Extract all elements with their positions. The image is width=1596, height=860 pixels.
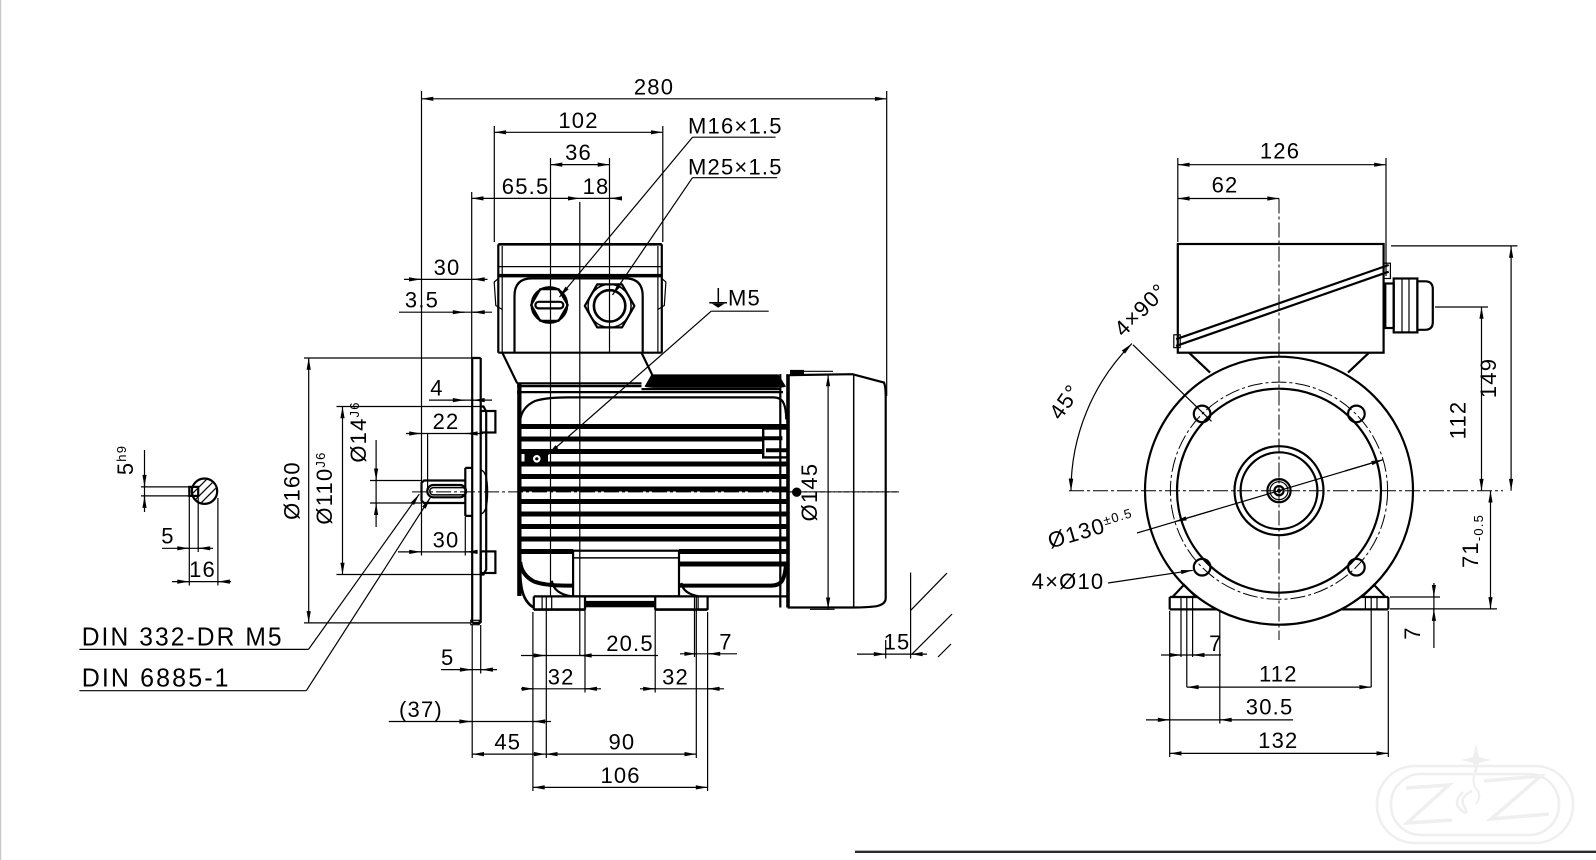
svg-text:(37): (37) <box>399 697 443 722</box>
svg-text:126: 126 <box>1260 139 1300 164</box>
svg-text:149: 149 <box>1476 358 1501 398</box>
svg-text:45: 45 <box>494 730 521 755</box>
svg-text:30.5: 30.5 <box>1246 695 1294 720</box>
svg-text:30: 30 <box>434 255 461 280</box>
svg-text:106: 106 <box>600 763 640 788</box>
svg-text:M16×1.5: M16×1.5 <box>688 114 783 139</box>
svg-text:DIN 332-DR M5: DIN 332-DR M5 <box>82 622 284 652</box>
svg-text:280: 280 <box>634 74 674 99</box>
svg-text:32: 32 <box>662 664 689 689</box>
svg-text:7: 7 <box>1209 631 1222 656</box>
svg-text:32: 32 <box>548 664 575 689</box>
svg-text:M5: M5 <box>728 286 761 311</box>
svg-text:5: 5 <box>441 645 454 670</box>
svg-text:Ø145: Ø145 <box>797 463 822 522</box>
svg-text:M25×1.5: M25×1.5 <box>688 155 783 180</box>
svg-text:3.5: 3.5 <box>405 288 439 313</box>
svg-text:102: 102 <box>558 108 598 133</box>
svg-text:90: 90 <box>608 730 635 755</box>
svg-text:132: 132 <box>1258 728 1298 753</box>
svg-text:30: 30 <box>433 527 460 552</box>
svg-text:4×Ø10: 4×Ø10 <box>1032 569 1105 594</box>
svg-text:18: 18 <box>583 174 610 199</box>
svg-text:22: 22 <box>433 409 460 434</box>
svg-text:7: 7 <box>1400 626 1425 639</box>
svg-text:20.5: 20.5 <box>606 631 654 656</box>
svg-text:36: 36 <box>565 140 592 165</box>
svg-text:DIN 6885-1: DIN 6885-1 <box>82 663 231 693</box>
svg-text:4: 4 <box>430 376 443 401</box>
svg-text:5: 5 <box>161 524 174 549</box>
svg-text:62: 62 <box>1212 173 1239 198</box>
svg-text:15: 15 <box>884 630 911 655</box>
svg-text:16: 16 <box>189 557 216 582</box>
svg-text:65.5: 65.5 <box>502 174 550 199</box>
svg-text:112: 112 <box>1259 662 1298 687</box>
svg-text:7: 7 <box>719 629 732 654</box>
svg-text:112: 112 <box>1446 401 1471 440</box>
svg-text:Ø160: Ø160 <box>280 461 305 520</box>
